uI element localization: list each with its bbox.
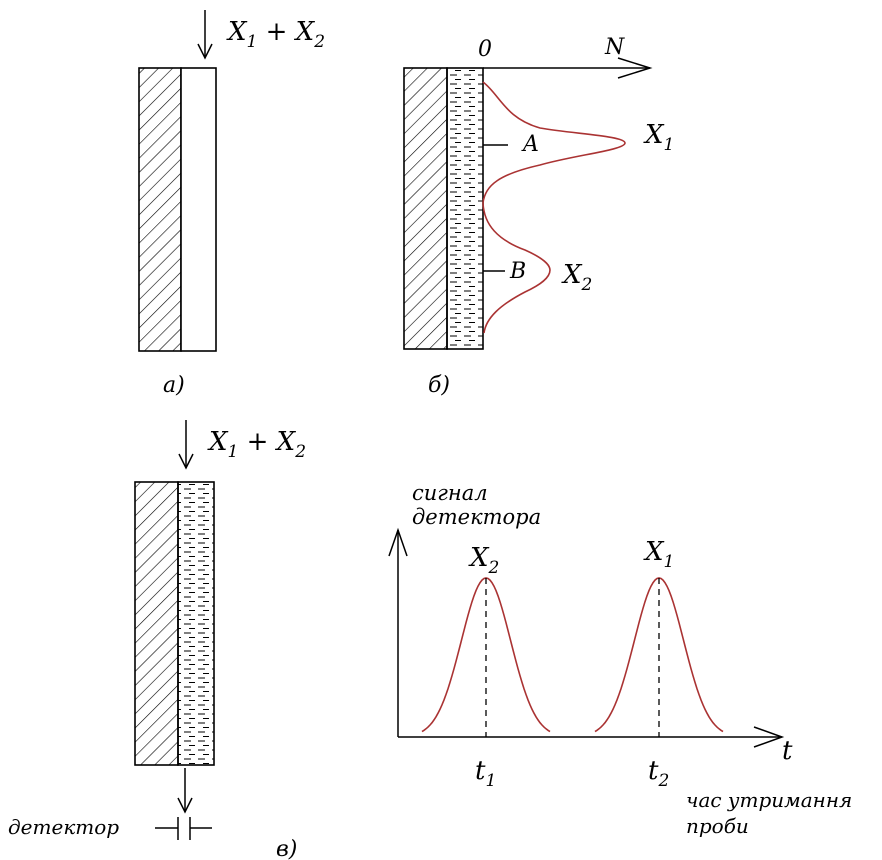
n-axis <box>483 57 653 79</box>
peak-2-label: X1 <box>643 537 674 572</box>
t2-label: t2 <box>648 756 669 791</box>
panel-c: X1 + X2 детектор в) <box>8 420 306 860</box>
panel-a: X1 + X2 а) <box>138 10 325 398</box>
y-axis <box>388 527 408 737</box>
detector-label: детектор <box>8 815 119 839</box>
y-axis-label-line2: детектора <box>412 505 541 529</box>
column-wall-b <box>403 67 448 350</box>
y-axis-label-line1: сигнал <box>412 481 488 505</box>
outlet-arrow <box>177 768 193 814</box>
zone-a-label: A <box>521 132 539 157</box>
feed-arrow-c <box>178 420 194 470</box>
column-wall-c <box>134 481 179 766</box>
x-axis <box>398 726 785 748</box>
column-wall-a <box>138 67 182 352</box>
n-axis-label: N <box>604 35 625 60</box>
caption-c: в) <box>276 837 297 860</box>
x-axis-label-line1: час утримання <box>686 788 852 812</box>
peak-1-label: X2 <box>468 543 499 578</box>
t1-label: t1 <box>475 756 496 791</box>
column-packing-b <box>446 67 484 350</box>
detector-symbol <box>155 817 212 840</box>
zone-b-label: B <box>509 259 526 284</box>
feed-arrow-a <box>197 10 213 60</box>
column-packing-a <box>180 67 217 352</box>
panel-b: 0 N A B X1 X2 б) <box>403 35 674 398</box>
feed-label-c: X1 + X2 <box>207 427 306 462</box>
chromatogram: сигнал детектора X2 X1 t1 t2 t час утрим… <box>388 481 852 838</box>
column-packing-c <box>177 481 215 766</box>
caption-b: б) <box>428 373 450 398</box>
feed-label-a: X1 + X2 <box>226 17 325 52</box>
x-axis-symbol: t <box>782 736 793 766</box>
peak-x2-label: X2 <box>561 260 592 295</box>
origin-label: 0 <box>478 37 492 62</box>
x-axis-label-line2: проби <box>686 814 749 838</box>
concentration-profile <box>482 81 626 334</box>
peak-x1-label: X1 <box>643 120 674 155</box>
caption-a: а) <box>163 373 185 398</box>
